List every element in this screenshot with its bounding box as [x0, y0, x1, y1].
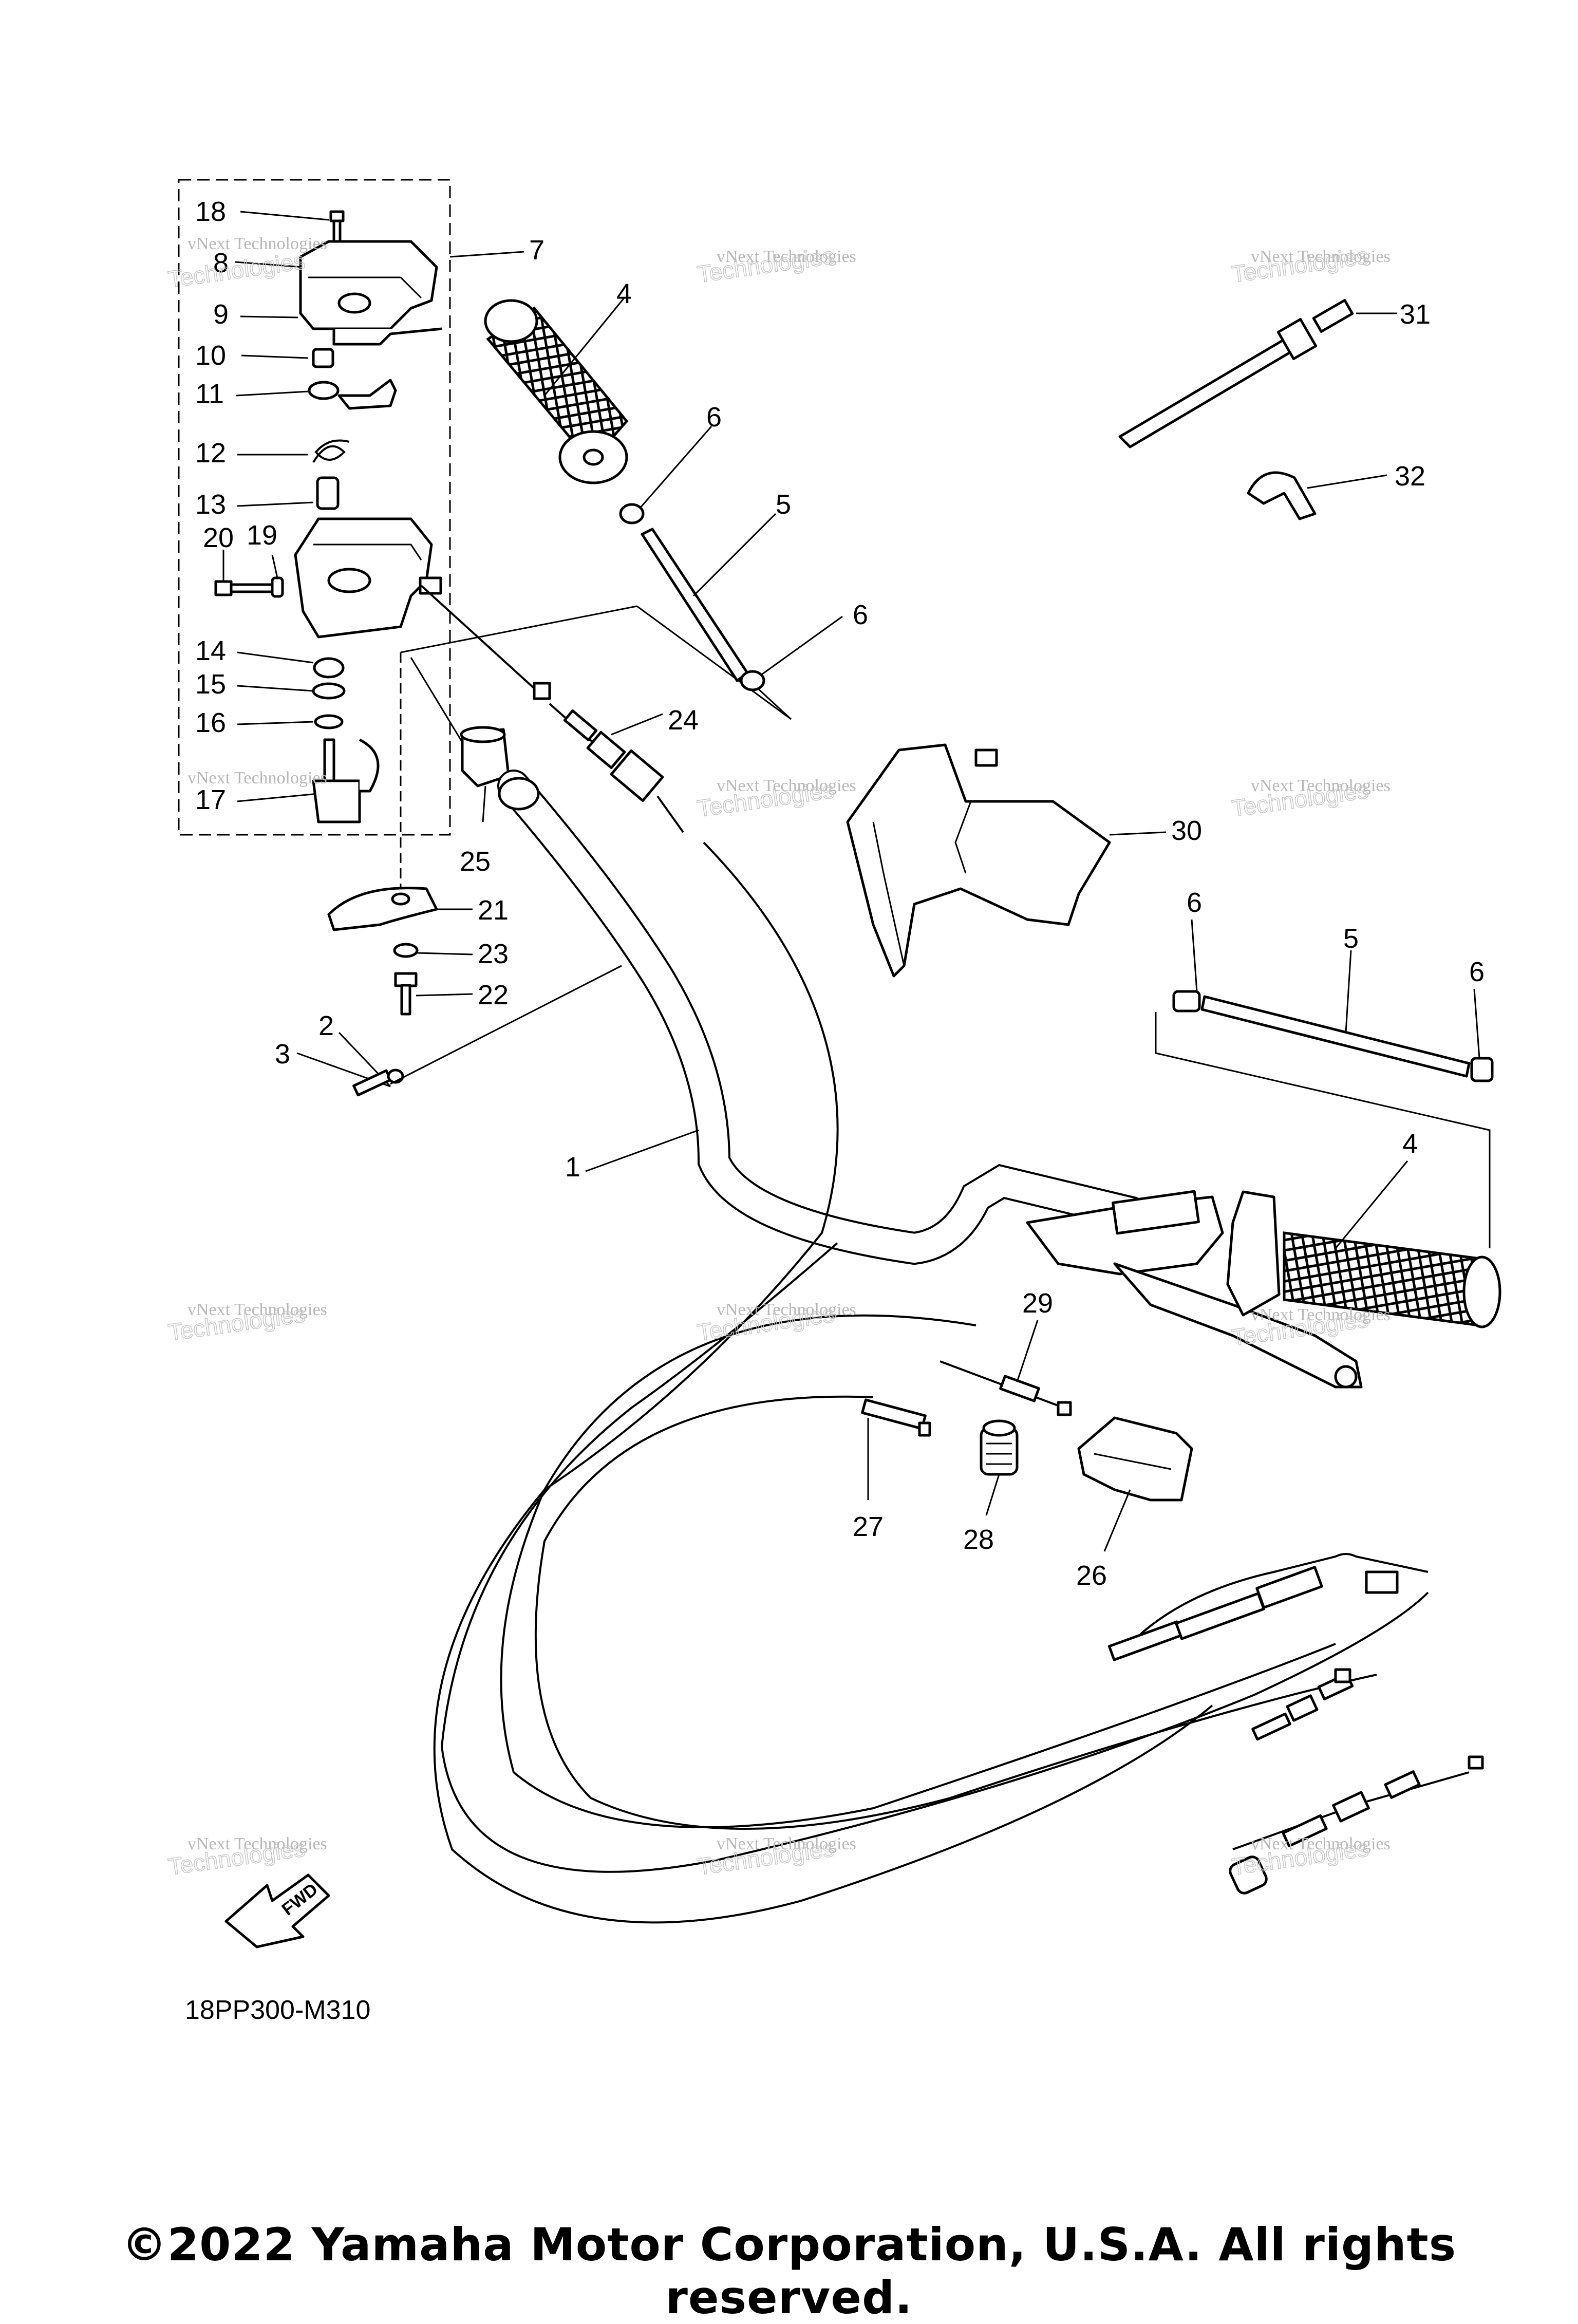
watermark-text: vNext Technologies — [1251, 247, 1391, 266]
part-18-screw — [240, 210, 345, 248]
callout-11: 11 — [195, 379, 224, 409]
callout-9: 9 — [213, 299, 229, 330]
part-5-6-bar-weight-lower — [1155, 919, 1494, 1248]
watermark-text: Technologies — [166, 247, 307, 293]
watermark-text: vNext Technologies — [1251, 1834, 1391, 1853]
part-14-15-16-washers — [237, 651, 346, 729]
callout-8: 8 — [213, 248, 229, 278]
part-22-bolt — [394, 972, 473, 1016]
callout-15: 15 — [195, 669, 226, 700]
callout-5: 5 — [776, 489, 791, 520]
part-10-nut — [241, 348, 334, 368]
callout-4: 4 — [616, 278, 632, 309]
watermark-text: vNext Technologies — [717, 776, 856, 795]
part-23-washer — [393, 943, 473, 958]
part-32-clip — [1247, 471, 1387, 520]
part-13-collar — [237, 476, 340, 510]
callout-20: 20 — [203, 522, 234, 553]
part-4-grip-right — [1026, 1160, 1501, 1389]
part-24-cable-end — [420, 585, 684, 833]
callout-18: 18 — [195, 196, 226, 227]
watermark-text: vNext Technologies — [717, 1300, 856, 1319]
part-2-3-bar-end — [296, 965, 622, 1097]
throttle-housing — [294, 517, 442, 639]
callout-4: 4 — [1402, 1129, 1418, 1159]
callout-31: 31 — [1400, 299, 1431, 330]
part-21-clamp — [327, 887, 473, 931]
callout-19: 19 — [247, 520, 277, 551]
part-17-shaft — [237, 738, 380, 823]
part-26-cover — [1077, 1416, 1193, 1552]
callout-6: 6 — [706, 402, 722, 433]
callout-1: 1 — [565, 1152, 580, 1183]
callout-22: 22 — [478, 980, 509, 1010]
callout-32: 32 — [1395, 461, 1425, 492]
control-cables — [433, 841, 1484, 1924]
callout-10: 10 — [195, 340, 226, 371]
part-30-hand-guard — [846, 743, 1167, 978]
callout-12: 12 — [195, 438, 226, 468]
watermark-text: vNext Technologies — [187, 769, 327, 788]
callout-13: 13 — [195, 489, 226, 520]
callout-25: 25 — [460, 846, 491, 877]
part-1-handlebar — [497, 770, 1167, 1265]
fwd-arrow-icon: FWD — [224, 1873, 330, 1948]
callout-6: 6 — [1187, 887, 1202, 918]
part-4-grip-left — [484, 297, 629, 484]
part-20-bolt — [214, 550, 284, 598]
callout-23: 23 — [478, 939, 509, 969]
callout-24: 24 — [668, 705, 699, 736]
callout-labels: 1 2 3 4 4 5 5 6 6 6 6 7 8 9 10 11 12 13 … — [195, 196, 1485, 1591]
part-27-cable-end — [861, 1398, 931, 1500]
callout-7: 7 — [529, 235, 544, 266]
callout-21: 21 — [478, 895, 509, 926]
watermark-text: vNext Technologies — [187, 234, 327, 253]
callout-16: 16 — [195, 707, 226, 738]
part-12-spring — [237, 439, 350, 463]
drawing-code: 18PP300-M310 — [185, 1995, 370, 2025]
copyright-notice: ©2022 Yamaha Motor Corporation, U.S.A. A… — [121, 2218, 1457, 2324]
watermark-text: vNext Technologies — [1251, 1305, 1391, 1324]
callout-5: 5 — [1343, 923, 1359, 954]
callout-27: 27 — [853, 1511, 884, 1542]
callout-6: 6 — [853, 599, 868, 630]
callout-28: 28 — [963, 1524, 994, 1555]
part-29-cable-end — [940, 1320, 1072, 1416]
part-31-cable-tie — [1118, 299, 1397, 448]
callout-6: 6 — [1469, 957, 1485, 987]
watermark-text: vNext Technologies — [717, 1834, 856, 1853]
watermark-text: vNext Technologies — [187, 1834, 327, 1853]
throttle-assembly-box — [178, 179, 524, 836]
part-11-lever — [236, 379, 397, 410]
callout-29: 29 — [1022, 1288, 1053, 1319]
callout-2: 2 — [318, 1010, 334, 1041]
watermarks: vNext Technologies Technologies vNext Te… — [166, 234, 1391, 1881]
callout-26: 26 — [1076, 1560, 1107, 1591]
callout-30: 30 — [1171, 815, 1202, 846]
callout-3: 3 — [275, 1039, 290, 1070]
callout-17: 17 — [195, 784, 226, 815]
watermark-text: vNext Technologies — [717, 247, 856, 266]
part-9-cover — [235, 240, 442, 346]
callout-14: 14 — [195, 635, 226, 666]
watermark-text: vNext Technologies — [187, 1300, 327, 1319]
watermark-text: vNext Technologies — [1251, 776, 1391, 795]
part-5-6-bar-weight-upper — [619, 426, 843, 691]
part-28-adjuster — [980, 1419, 1019, 1516]
part-25-sleeve — [410, 657, 510, 822]
